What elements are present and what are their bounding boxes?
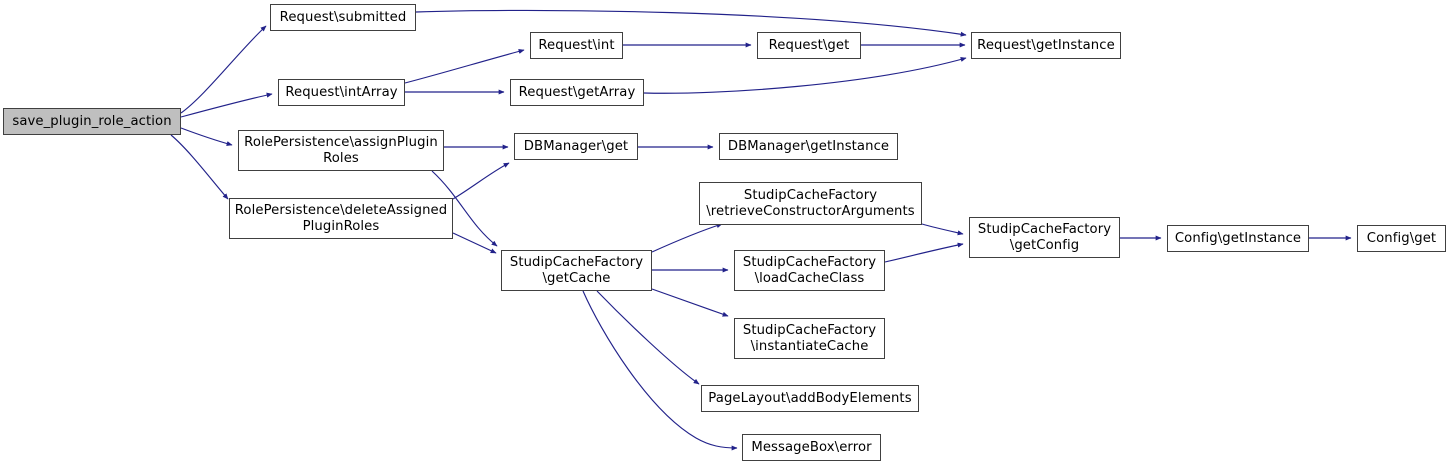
edge-studipcachefactory_getcache-to-studipcachefactory_instantiatecache — [651, 288, 729, 317]
edge-studipcachefactory_getcache-to-pagelayout_addbodyelements — [596, 290, 700, 385]
graph-node-label: StudipCacheFactory \getConfig — [977, 222, 1112, 253]
graph-node-label: Config\get — [1366, 230, 1437, 246]
graph-node-studipcachefactory_getconfig[interactable]: StudipCacheFactory \getConfig — [969, 217, 1120, 258]
edge-request_submitted-to-request_getinstance — [415, 9, 967, 37]
graph-node-label: StudipCacheFactory \loadCacheClass — [742, 255, 877, 286]
graph-node-label: Config\getInstance — [1174, 230, 1302, 246]
graph-node-label: Request\getArray — [518, 84, 636, 100]
graph-node-dbmanager_getinstance[interactable]: DBManager\getInstance — [719, 133, 898, 160]
graph-node-studipcachefactory_retrieveconstructorarguments[interactable]: StudipCacheFactory \retrieveConstructorA… — [699, 182, 922, 225]
graph-node-label: Request\int — [538, 37, 615, 53]
edge-save_plugin_role_action-to-rolepersistence_assignpluginroles — [180, 127, 233, 146]
graph-node-rolepersistence_assignpluginroles[interactable]: RolePersistence\assignPlugin Roles — [238, 130, 444, 171]
edge-save_plugin_role_action-to-request_intarray — [180, 92, 273, 118]
graph-node-save_plugin_role_action[interactable]: save_plugin_role_action — [3, 108, 181, 135]
graph-node-request_intarray[interactable]: Request\intArray — [278, 79, 405, 106]
graph-node-studipcachefactory_loadcacheclass[interactable]: StudipCacheFactory \loadCacheClass — [734, 250, 885, 291]
graph-node-label: Request\getInstance — [977, 37, 1115, 53]
graph-node-config_get[interactable]: Config\get — [1357, 225, 1446, 252]
graph-node-dbmanager_get[interactable]: DBManager\get — [514, 133, 638, 160]
graph-node-label: MessageBox\error — [751, 439, 872, 455]
graph-node-label: DBManager\get — [523, 138, 629, 154]
graph-node-label: save_plugin_role_action — [12, 113, 172, 129]
edge-studipcachefactory_getcache-to-studipcachefactory_retrieveconstructorarguments — [651, 223, 723, 253]
graph-node-label: Request\intArray — [285, 84, 398, 100]
graph-node-request_submitted[interactable]: Request\submitted — [270, 4, 416, 31]
graph-node-messagebox_error[interactable]: MessageBox\error — [742, 434, 881, 461]
graph-node-pagelayout_addbodyelements[interactable]: PageLayout\addBodyElements — [701, 385, 919, 412]
graph-node-request_getarray[interactable]: Request\getArray — [510, 79, 644, 106]
graph-node-label: RolePersistence\deleteAssigned PluginRol… — [234, 203, 448, 234]
edge-rolepersistence_deleteassignedpluginroles-to-dbmanager_get — [452, 162, 510, 200]
graph-node-label: Request\submitted — [279, 9, 407, 25]
graph-node-config_getinstance[interactable]: Config\getInstance — [1167, 225, 1309, 252]
graph-node-label: StudipCacheFactory \getCache — [509, 255, 644, 286]
graph-node-label: PageLayout\addBodyElements — [708, 390, 912, 406]
graph-node-rolepersistence_deleteassignedpluginroles[interactable]: RolePersistence\deleteAssigned PluginRol… — [229, 198, 453, 239]
edge-save_plugin_role_action-to-rolepersistence_deleteassignedpluginroles — [170, 134, 229, 200]
graph-node-label: Request\get — [768, 37, 850, 53]
graph-node-request_get[interactable]: Request\get — [757, 32, 861, 59]
graph-node-label: RolePersistence\assignPlugin Roles — [244, 135, 438, 166]
graph-node-label: StudipCacheFactory \instantiateCache — [742, 323, 877, 354]
edge-studipcachefactory_retrieveconstructorarguments-to-studipcachefactory_getconfig — [921, 223, 964, 236]
graph-node-request_int[interactable]: Request\int — [530, 32, 623, 59]
graph-node-label: DBManager\getInstance — [727, 138, 890, 154]
edge-rolepersistence_deleteassignedpluginroles-to-studipcachefactory_getcache — [452, 232, 497, 254]
edge-studipcachefactory_loadcacheclass-to-studipcachefactory_getconfig — [884, 242, 964, 263]
graph-node-label: StudipCacheFactory \retrieveConstructorA… — [706, 188, 915, 219]
edge-rolepersistence_assignpluginroles-to-studipcachefactory_getcache — [431, 170, 498, 247]
graph-node-studipcachefactory_instantiatecache[interactable]: StudipCacheFactory \instantiateCache — [734, 318, 885, 359]
graph-node-studipcachefactory_getcache[interactable]: StudipCacheFactory \getCache — [501, 250, 652, 291]
graph-node-request_getinstance[interactable]: Request\getInstance — [971, 32, 1121, 59]
edge-request_getarray-to-request_getinstance — [643, 57, 967, 94]
edge-studipcachefactory_getcache-to-messagebox_error — [582, 290, 738, 451]
edge-save_plugin_role_action-to-request_submitted — [180, 25, 267, 114]
edge-request_intarray-to-request_int — [404, 48, 525, 84]
